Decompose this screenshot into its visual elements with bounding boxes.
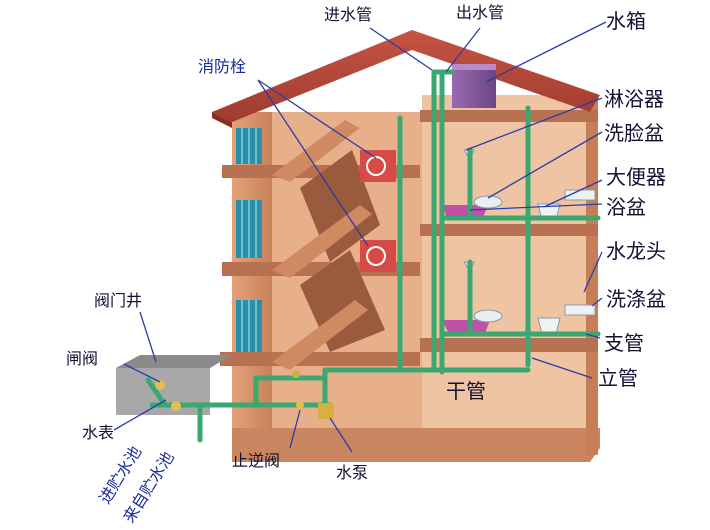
label-washbasin: 洗脸盆 [604,121,664,145]
label-faucet: 水龙头 [606,239,666,263]
sink-icon [564,304,596,316]
fire-hydrant-box [360,240,396,272]
label-inlet-pipe: 进水管 [324,5,372,24]
check-valve-icon [296,401,304,409]
gate-valve-icon [155,380,165,390]
leader-lines [113,21,607,453]
label-outlet-pipe: 出水管 [456,3,504,22]
fire-hydrant-reel-icon [366,246,386,266]
roof [212,30,600,122]
label-water-tank: 水箱 [606,9,646,33]
valve-well [116,368,210,415]
label-water-meter: 水表 [82,423,114,442]
fire-hydrant-box [360,150,396,182]
label-check-valve: 止逆阀 [232,451,280,470]
floor-slab [420,110,598,122]
washbasin-icon [473,309,503,323]
label-riser-pipe: 立管 [598,366,638,390]
label-toilet: 大便器 [606,165,666,189]
ground-slab [232,428,600,462]
water-meter-icon [171,401,181,411]
label-valve-well: 阀门井 [94,291,142,310]
valve-well-top [116,355,232,368]
fire-hydrant-reel-icon [366,156,386,176]
staircase [272,300,368,370]
roof-edge [212,112,232,128]
label-pump: 水泵 [336,463,368,482]
staircase [272,205,372,278]
water-tank [452,68,496,108]
valve-icon [292,370,300,378]
label-bathtub: 浴盆 [606,195,646,219]
label-sink: 洗涤盆 [606,287,666,311]
washbasin-icon [473,195,503,209]
water-tank-top [452,64,496,70]
pipe-network [145,69,601,443]
floor-slab [220,352,420,366]
label-main-pipe: 干管 [446,379,486,403]
label-gate-valve: 闸阀 [66,349,98,368]
label-shower: 淋浴器 [604,87,664,111]
floor-slab [420,338,598,352]
floor-slab [420,224,598,236]
label-fire-hydrant: 消防栓 [198,57,246,76]
label-branch-pipe: 支管 [604,331,644,355]
pump [318,403,334,419]
staircase [272,120,360,182]
